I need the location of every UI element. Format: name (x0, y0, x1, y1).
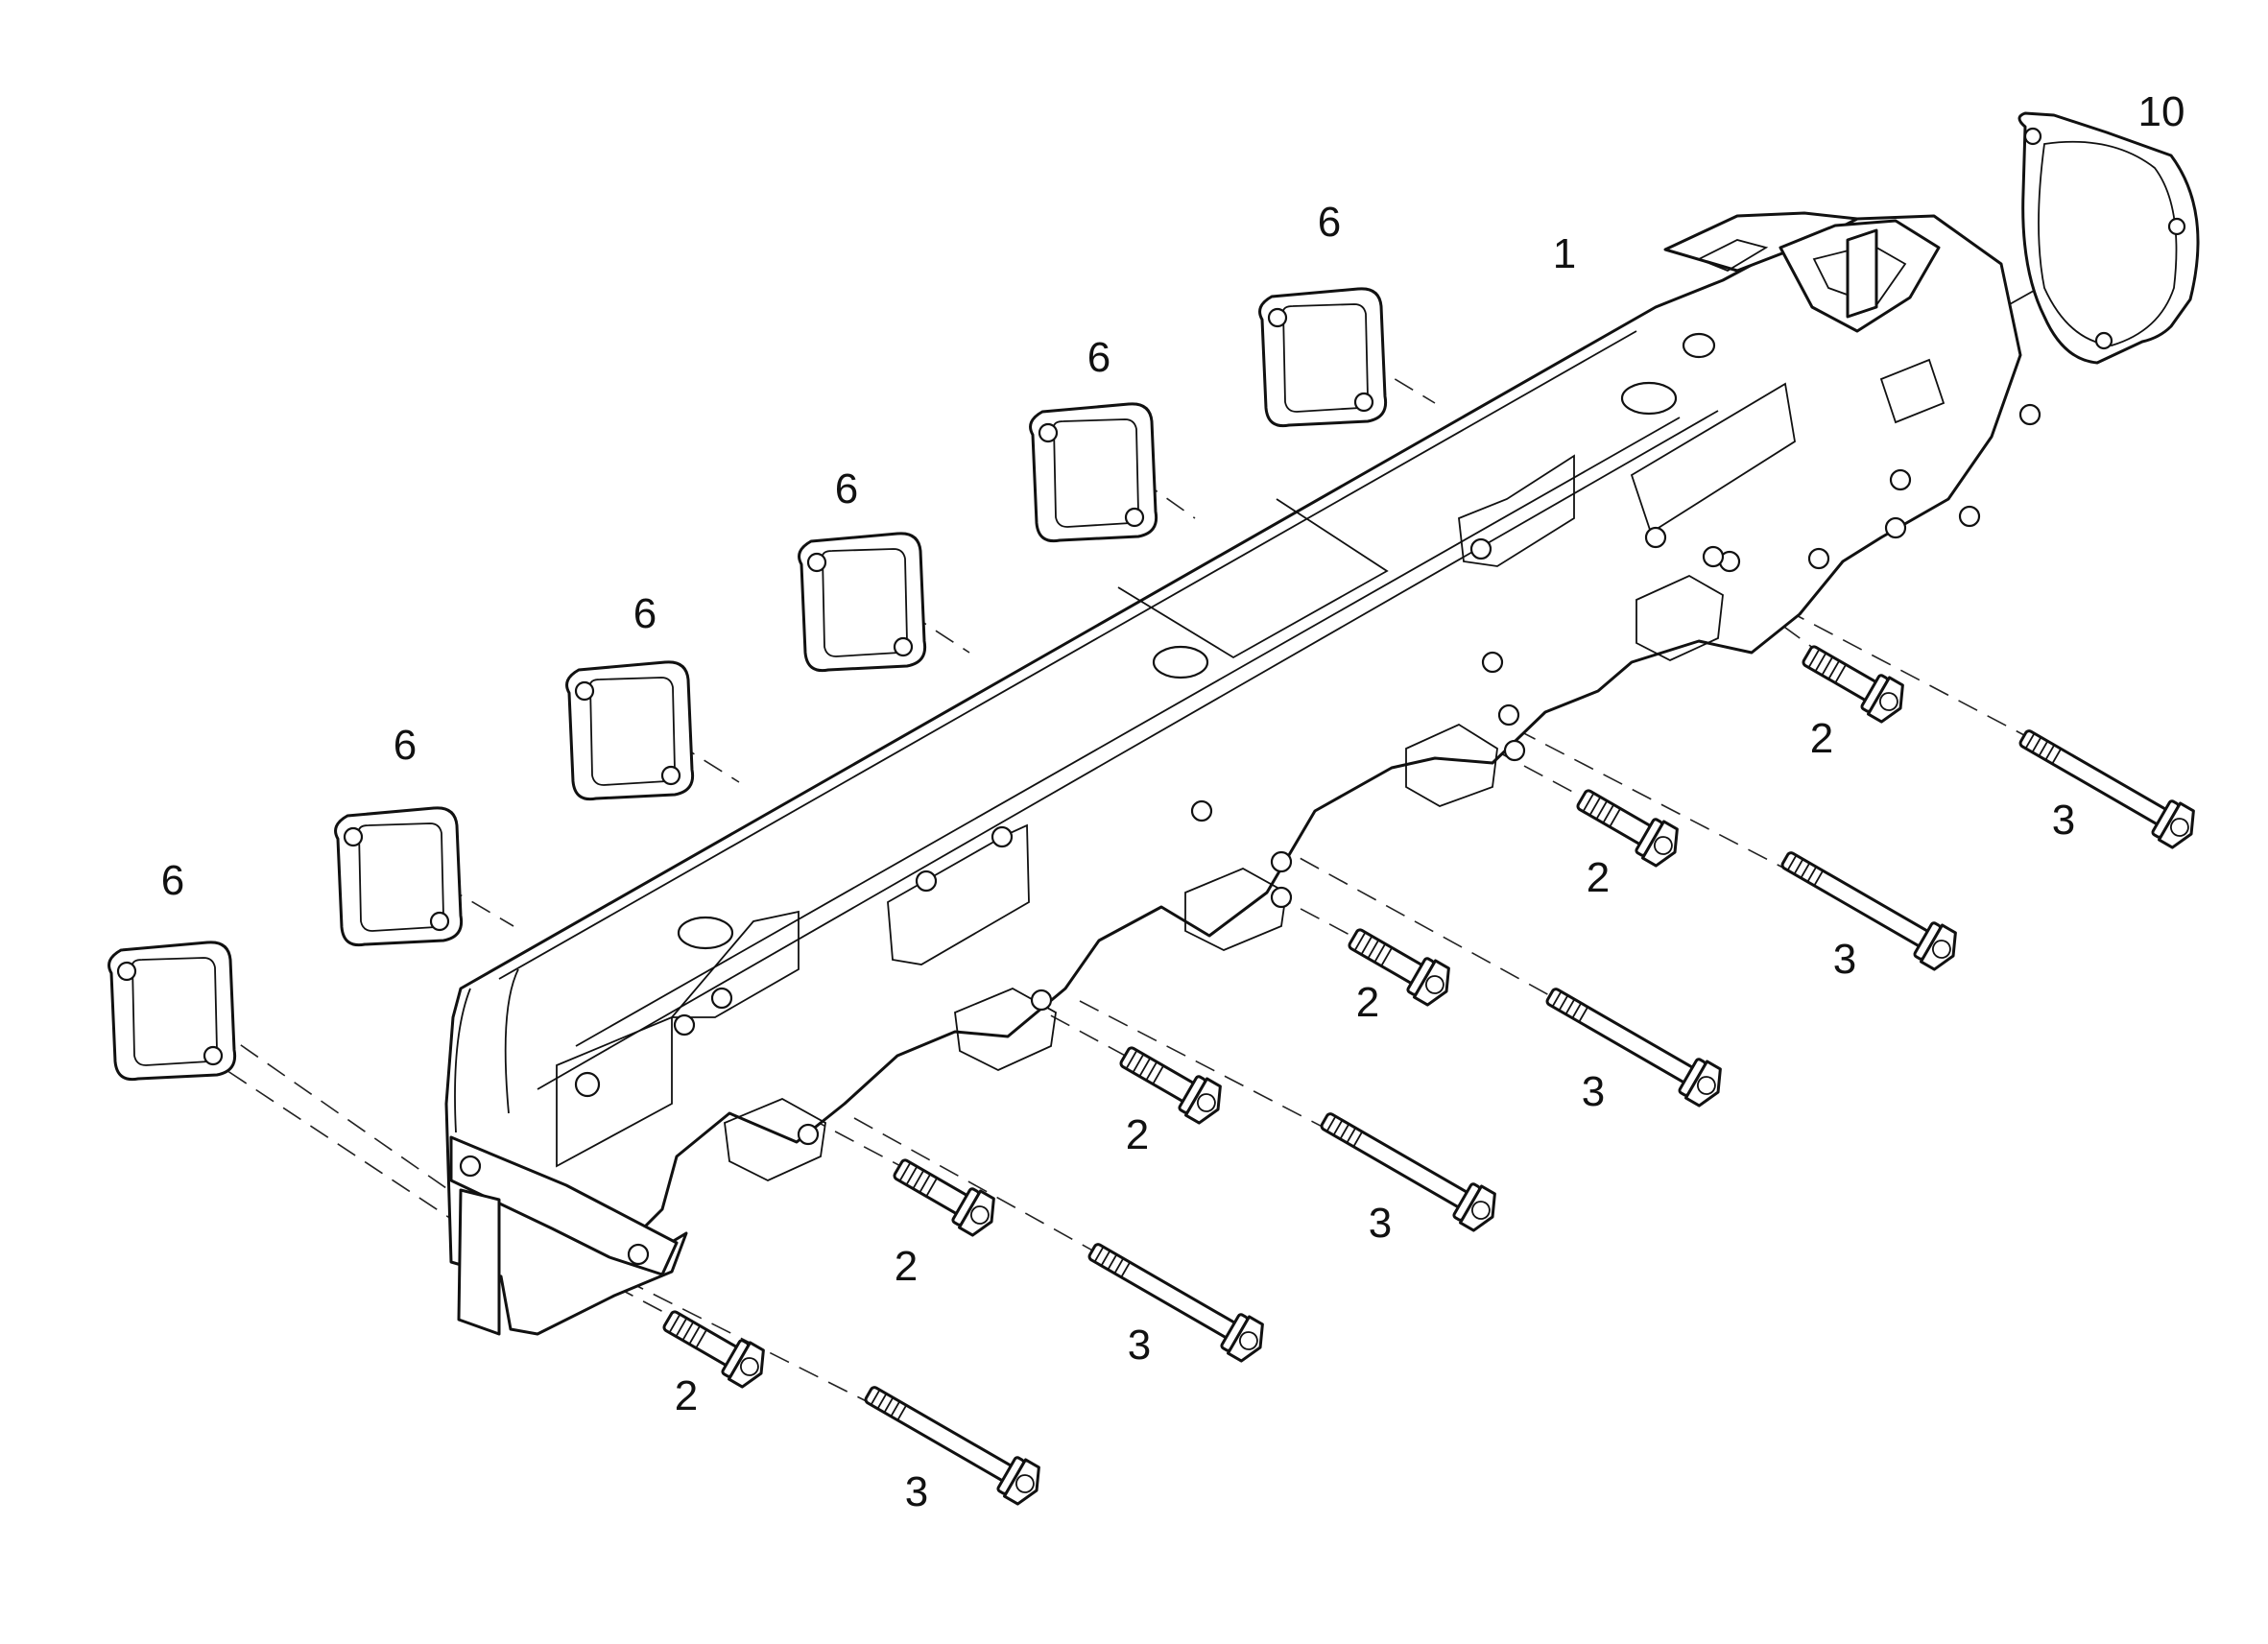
callout-long-bolt: 3 (904, 1468, 929, 1515)
callout-manifold: 1 (1552, 230, 1577, 277)
callout-short-bolt: 2 (894, 1243, 919, 1290)
port-gasket-3 (565, 660, 695, 801)
long-bolt-4 (1538, 975, 1731, 1112)
callout-port-gasket: 6 (1317, 199, 1342, 246)
short-bolt-6 (1795, 634, 1913, 728)
callout-long-bolt: 3 (1581, 1068, 1606, 1115)
callout-short-bolt: 2 (1355, 979, 1380, 1026)
long-bolt-1 (856, 1373, 1049, 1511)
callout-long-bolt: 3 (1127, 1322, 1152, 1369)
port-gasket-2 (334, 806, 464, 947)
long-bolt-6 (2011, 717, 2204, 854)
callout-port-gasket: 6 (834, 465, 859, 512)
port-gasket-6 (1258, 287, 1388, 428)
exhaust-manifold (444, 211, 2041, 1336)
long-bolt-2 (1080, 1230, 1273, 1368)
long-bolt-5 (1773, 839, 1966, 976)
callout-long-bolt: 3 (1368, 1200, 1393, 1247)
port-gasket-4 (798, 532, 927, 673)
callout-long-bolt: 3 (1832, 936, 1857, 983)
callout-port-gasket: 6 (633, 590, 657, 637)
port-gasket-5 (1029, 402, 1158, 543)
callout-short-bolt: 2 (1809, 715, 1834, 762)
callout-port-gasket: 6 (160, 857, 185, 904)
callout-port-gasket: 6 (1086, 334, 1111, 381)
callout-port-gasket: 6 (393, 722, 418, 769)
short-bolt-2 (886, 1148, 1004, 1242)
callout-flange-gasket: 10 (2137, 88, 2185, 135)
callout-short-bolt: 2 (1125, 1111, 1150, 1158)
long-bolt-3 (1312, 1100, 1505, 1237)
port-gasket-1 (107, 941, 237, 1082)
callout-short-bolt: 2 (674, 1372, 699, 1419)
callout-long-bolt: 3 (2051, 797, 2076, 844)
callout-short-bolt: 2 (1586, 854, 1611, 901)
flange-gasket (2017, 111, 2200, 365)
